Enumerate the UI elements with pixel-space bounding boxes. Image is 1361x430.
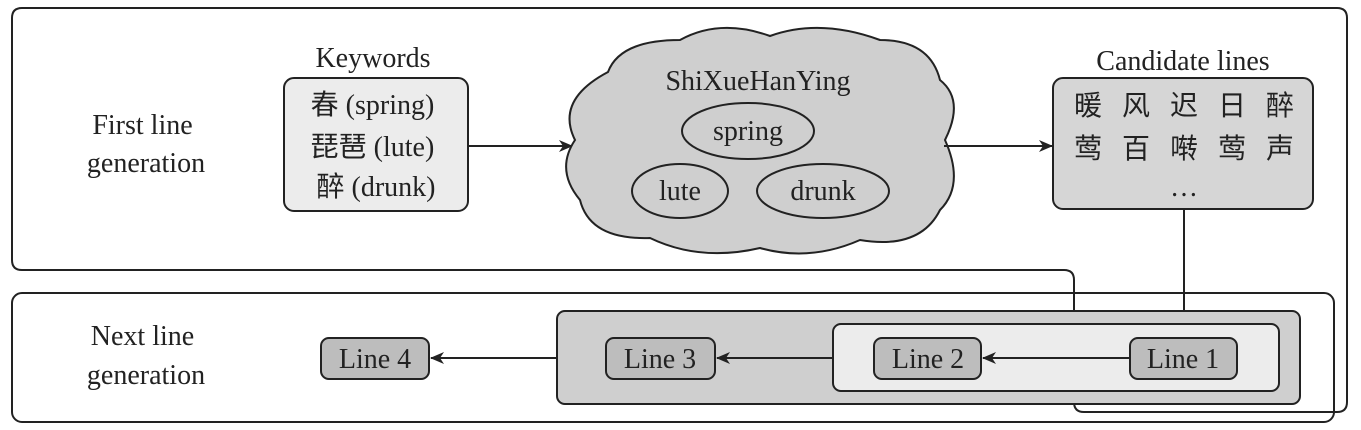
- candidate-chars-row2: 莺 百 啭 莺 声: [1074, 133, 1294, 165]
- candidates-title: Candidate lines: [1096, 46, 1269, 77]
- bubble-drunk: [756, 163, 890, 219]
- candidate-char: 啭: [1170, 133, 1198, 165]
- bubble-spring-label: spring: [713, 116, 783, 147]
- next-line-frame: [11, 292, 1335, 423]
- bubble-drunk-label: drunk: [790, 176, 855, 207]
- line2-label: Line 2: [892, 344, 964, 375]
- candidate-char: 声: [1266, 133, 1294, 165]
- bubble-lute: [631, 163, 729, 219]
- candidate-char: 百: [1122, 134, 1150, 165]
- keywords-box: [283, 77, 469, 212]
- candidate-char: 迟: [1170, 91, 1198, 122]
- line1-label: Line 1: [1147, 344, 1219, 375]
- candidate-chars-row1: 暖 风 迟 日 醉: [1074, 90, 1294, 122]
- candidate-char: 暖: [1074, 90, 1102, 122]
- line4-box: [320, 337, 430, 380]
- next-line-label: Next line generation: [87, 321, 205, 391]
- line3-label: Line 3: [624, 344, 696, 375]
- keywords-title: Keywords: [315, 43, 430, 74]
- line3-box: [605, 337, 716, 380]
- keywords-list: 春 (spring) 琵琶 (lute) 醉 (drunk): [311, 89, 442, 203]
- first-line-label: First line generation: [87, 110, 205, 179]
- candidate-char: 莺: [1218, 133, 1246, 165]
- line4-label: Line 4: [339, 344, 411, 375]
- candidates-ellipsis: …: [1170, 172, 1198, 203]
- line2-box: [873, 337, 982, 380]
- cloud-title: ShiXueHanYing: [665, 66, 850, 97]
- candidate-char: 风: [1122, 91, 1150, 122]
- candidate-char: 日: [1218, 91, 1246, 122]
- bubble-spring: [681, 102, 815, 160]
- candidate-char: 醉: [1266, 90, 1294, 122]
- candidate-char: 莺: [1074, 133, 1102, 165]
- bubble-lute-label: lute: [659, 176, 701, 207]
